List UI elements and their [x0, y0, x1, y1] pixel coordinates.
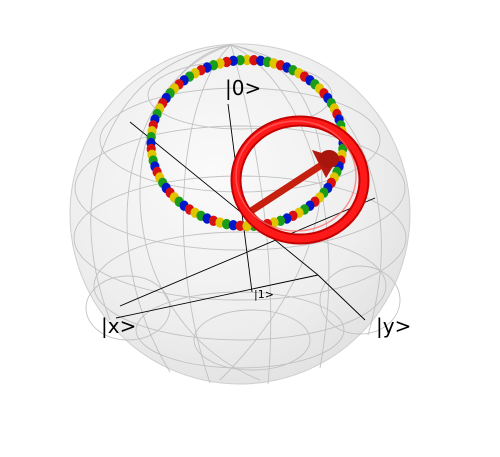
label-state-zero: |0> — [225, 76, 262, 100]
axis-x — [129, 121, 319, 276]
axis-y-ext — [317, 274, 366, 321]
trajectory-bead — [242, 54, 252, 66]
sphere-wireframe — [73, 44, 407, 385]
precession-ring — [230, 115, 370, 245]
label-state-x: |x> — [101, 314, 137, 338]
label-state-y: |y> — [376, 314, 412, 338]
trajectory-bead — [228, 220, 238, 231]
state-vector-arrow — [244, 150, 339, 217]
axis-y — [119, 197, 376, 307]
trajectory-bead — [235, 55, 245, 66]
trajectory-ring — [146, 54, 348, 232]
trajectory-bead — [249, 55, 259, 66]
axis-x-neg — [115, 274, 319, 319]
trajectory-bead — [235, 220, 245, 231]
label-state-one: |1> — [254, 288, 274, 301]
axes — [115, 103, 376, 321]
